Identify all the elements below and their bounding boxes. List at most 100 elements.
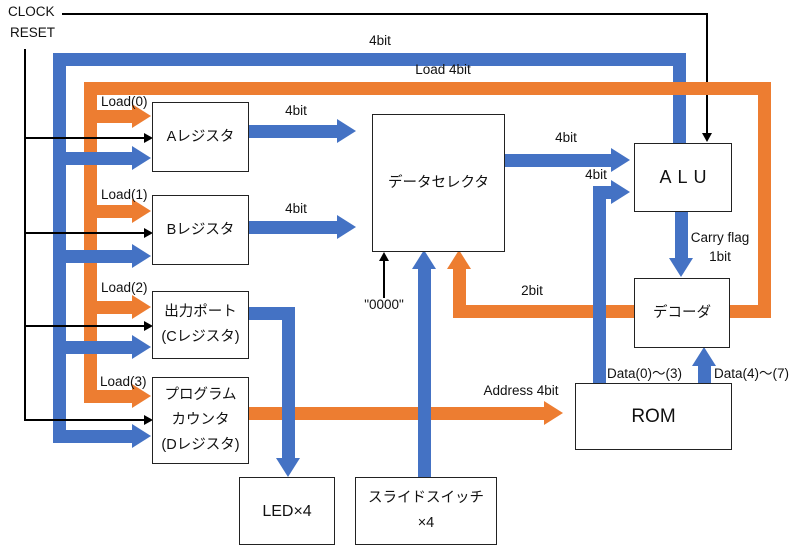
carry-flag-label-line1: Carry flag [690, 230, 750, 245]
feedback-to-reg-c [60, 341, 132, 354]
slide-switch-label-line2: ×4 [417, 515, 435, 531]
carry-flag-label-line2: 1bit [709, 249, 731, 264]
reset-branch-d [24, 419, 144, 421]
output-port-block: 出力ポート (Cレジスタ) [152, 291, 249, 359]
slide-switch-label-line1: スライドスイッチ [368, 490, 484, 506]
output-port-label-line2: (Cレジスタ) [161, 329, 240, 345]
clock-line-vertical [706, 13, 708, 133]
register-a-block: Aレジスタ [152, 102, 249, 172]
program-counter-label-line3: (Dレジスタ) [161, 437, 240, 453]
load2-arrowhead [132, 295, 151, 319]
rom-data-high-arrowhead [692, 347, 716, 366]
selector-out-label: 4bit [555, 130, 577, 145]
feedback-bus-label: 4bit [369, 33, 391, 48]
reset-branch-b-arrowhead [144, 228, 153, 238]
address-bus [247, 407, 544, 420]
select-2bit-label: 2bit [521, 283, 543, 298]
register-b-block: Bレジスタ [152, 195, 249, 265]
rom-data-in-label: 4bit [585, 167, 607, 182]
reg-b-out-label: 4bit [285, 201, 307, 216]
select-2bit-vertical [453, 269, 466, 318]
register-b-label: Bレジスタ [166, 221, 235, 238]
load3-wire [84, 390, 132, 403]
reset-branch-c [24, 325, 144, 327]
rom-block: ROM [575, 383, 732, 450]
led-block: LED×4 [239, 477, 335, 545]
alu-feedback-bus-top [53, 53, 686, 66]
select-2bit-arrowhead [447, 250, 471, 269]
rom-data-low-vertical [593, 186, 606, 383]
feedback-to-reg-d [53, 430, 132, 443]
led-label: LED×4 [262, 502, 312, 520]
rom-label: ROM [631, 406, 676, 427]
feedback-to-reg-c-arrowhead [132, 335, 151, 359]
load-bus-top [84, 82, 771, 95]
program-counter-label-line2: カウンタ [171, 412, 230, 428]
clock-label: CLOCK [8, 4, 55, 19]
reset-line-vertical [24, 49, 26, 421]
carry-flag-label: Carry flag 1bit [682, 228, 758, 266]
load1-arrowhead [132, 199, 151, 223]
feedback-to-reg-a [60, 152, 132, 165]
feedback-to-reg-b-arrowhead [132, 244, 151, 268]
selector-to-alu [503, 154, 611, 167]
zero-constant-line [383, 261, 385, 298]
reset-branch-a-arrowhead [144, 133, 153, 143]
load1-label: Load(1) [101, 187, 148, 202]
reg-b-to-selector-arrowhead [337, 215, 356, 239]
load0-wire [90, 110, 132, 123]
output-port-label-line1: 出力ポート [164, 304, 237, 320]
zero-constant-arrowhead [379, 252, 389, 261]
feedback-to-reg-b [60, 250, 132, 263]
load2-label: Load(2) [101, 280, 148, 295]
reset-branch-b [24, 232, 144, 234]
decoder-label: デコーダ [653, 304, 711, 321]
address-bus-arrowhead [544, 401, 563, 425]
load0-label: Load(0) [101, 94, 148, 109]
address-bus-label: Address 4bit [483, 383, 559, 398]
slide-switch-block: スライドスイッチ ×4 [355, 477, 497, 545]
rom-data-high-wire [698, 365, 711, 383]
reg-a-out-label: 4bit [285, 103, 307, 118]
rom-data-low-arrowhead [611, 180, 630, 204]
rom-data-low-horizontal [593, 186, 611, 199]
rom-data-low-label: Data(0)～(3) [607, 366, 683, 381]
reset-label: RESET [10, 25, 56, 40]
switch-to-selector-vertical [418, 269, 431, 477]
carry-flag-wire [675, 210, 688, 258]
reg-a-to-selector-arrowhead [337, 119, 356, 143]
feedback-to-reg-d-arrowhead [132, 424, 151, 448]
reg-a-to-selector [247, 125, 337, 138]
alu-feedback-bus-right [673, 53, 686, 143]
reset-branch-a [24, 137, 144, 139]
select-2bit-horizontal [453, 305, 634, 318]
load-bus-right [758, 82, 771, 318]
load0-arrowhead [132, 104, 151, 128]
carry-flag-arrowhead [669, 258, 693, 277]
port-to-led-arrowhead [276, 458, 300, 477]
clock-line-horizontal [62, 13, 707, 15]
alu-feedback-bus-left [53, 53, 66, 443]
alu-label: ALU [659, 167, 713, 187]
load-bus-left [84, 82, 97, 403]
load3-arrowhead [132, 384, 151, 408]
program-counter-block: プログラム カウンタ (Dレジスタ) [152, 377, 249, 464]
feedback-to-reg-a-arrowhead [132, 146, 151, 170]
decoder-out-right [728, 305, 771, 318]
rom-data-high-label: Data(4)～(7) [714, 366, 790, 381]
load2-wire [90, 301, 132, 314]
clock-arrowhead [702, 133, 712, 142]
program-counter-label-line1: プログラム [164, 387, 237, 403]
load3-label: Load(3) [100, 374, 147, 389]
switch-to-selector-arrowhead [412, 250, 436, 269]
zero-constant-label: "0000" [364, 297, 404, 312]
decoder-block: デコーダ [634, 278, 730, 348]
load1-wire [90, 205, 132, 218]
reset-branch-d-arrowhead [144, 415, 153, 425]
port-to-led-vertical [282, 307, 295, 458]
load-bus-label: Load 4bit [415, 62, 471, 77]
register-a-label: Aレジスタ [166, 128, 235, 145]
data-selector-label: データセレクタ [388, 174, 489, 191]
selector-to-alu-arrowhead [611, 148, 630, 172]
